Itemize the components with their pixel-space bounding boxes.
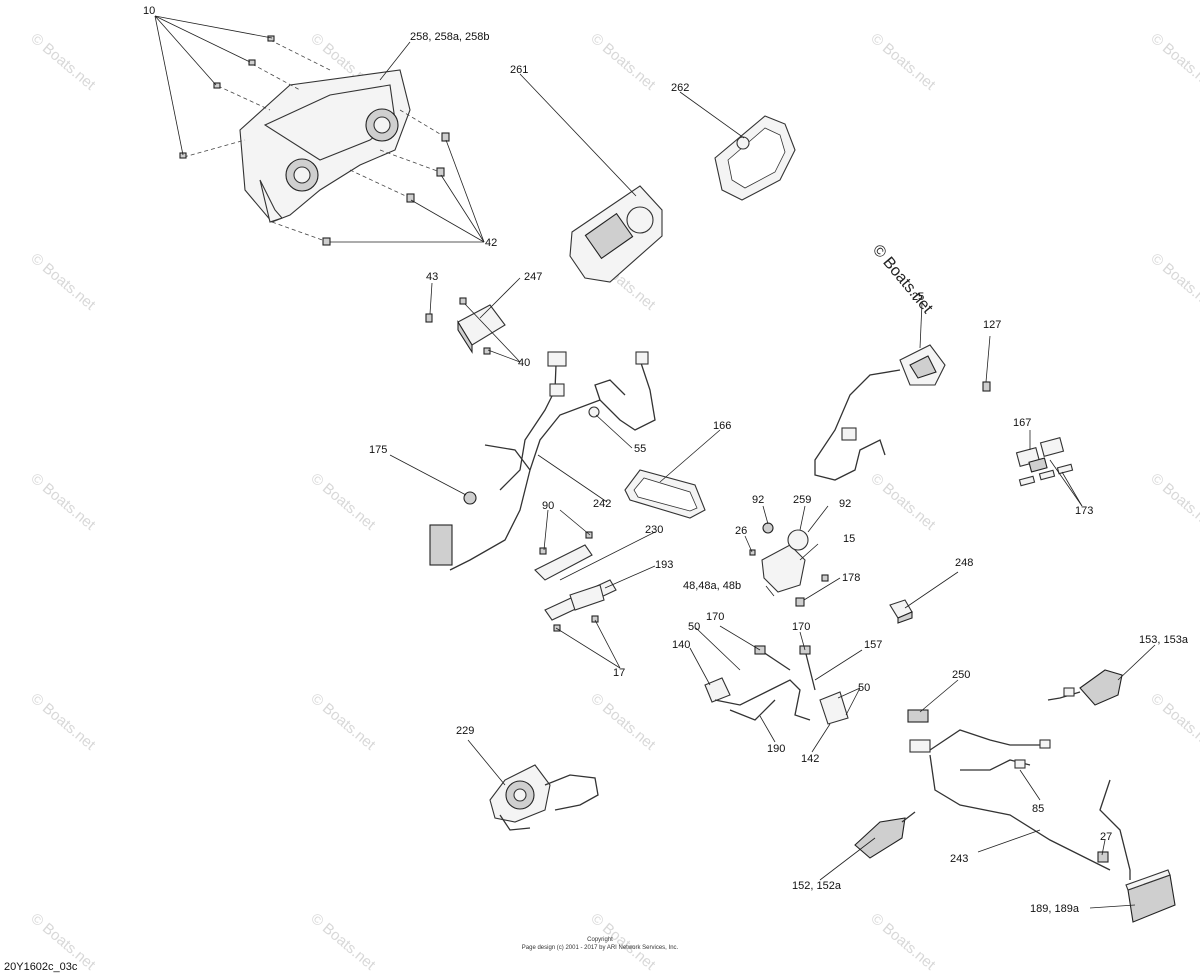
watermark: © Boats.net (307, 690, 379, 754)
callout-167: 167 (1013, 417, 1031, 429)
callout-230: 230 (645, 524, 663, 536)
callout-189: 189, 189a (1030, 903, 1080, 915)
watermark: © Boats.net (27, 690, 99, 754)
gauge-cluster (569, 185, 663, 283)
watermark: © Boats.net (587, 690, 659, 754)
callout-193: 193 (655, 559, 673, 571)
gasket (624, 469, 706, 519)
callout-43: 43 (426, 271, 438, 283)
callout-140: 140 (672, 639, 690, 651)
bracket-assembly (534, 531, 617, 632)
watermark: © Boats.net (27, 30, 99, 94)
callout-157: 157 (864, 639, 882, 651)
callout-50-right: 50 (858, 682, 870, 694)
callout-labels: 10 258, 258a, 258b 261 262 42 43 247 40 … (143, 5, 1189, 915)
watermark: © Boats.net (867, 470, 939, 534)
watermark-layer: © Boats.net © Boats.net © Boats.net © Bo… (27, 30, 1200, 974)
battery-box (1125, 869, 1176, 923)
callout-15: 15 (843, 533, 855, 545)
callout-85: 85 (1032, 803, 1044, 815)
callout-142: 142 (801, 753, 819, 765)
winch-motor (489, 764, 599, 831)
watermark: © Boats.net (307, 470, 379, 534)
diagram-code: 20Y1602c_03c (4, 961, 78, 973)
callout-92-right: 92 (839, 498, 851, 510)
watermark: © Boats.net (1147, 690, 1200, 754)
sensor-harness (704, 645, 849, 725)
watermark: © Boats.net (1147, 470, 1200, 534)
callout-40: 40 (518, 357, 530, 369)
handlebar-switch (814, 344, 991, 481)
callout-261: 261 (510, 64, 528, 76)
callout-247: 247 (524, 271, 542, 283)
callout-26: 26 (735, 525, 747, 537)
copyright-line: Page design (c) 2001 - 2017 by ARI Netwo… (521, 945, 679, 951)
main-wiring-harness (429, 351, 656, 571)
callout-48: 48,48a, 48b (683, 580, 741, 592)
callout-152: 152, 152a (792, 880, 842, 892)
callout-166: 166 (713, 420, 731, 432)
callout-90: 90 (542, 500, 554, 512)
watermark: © Boats.net (1147, 250, 1200, 314)
callout-170-right: 170 (792, 621, 810, 633)
callout-92-left: 92 (752, 494, 764, 506)
callout-127: 127 (983, 319, 1001, 331)
gauge-bezel (714, 115, 796, 201)
control-module (907, 709, 931, 753)
callout-153: 153, 153a (1139, 634, 1189, 646)
callout-262: 262 (671, 82, 689, 94)
actuator-assembly (749, 522, 829, 607)
callout-229: 229 (456, 725, 474, 737)
callout-10: 10 (143, 5, 155, 17)
callout-50-left: 50 (688, 621, 700, 633)
callout-178: 178 (842, 572, 860, 584)
callout-250: 250 (952, 669, 970, 681)
copyright-title: Copyright (587, 937, 613, 943)
callout-42: 42 (485, 237, 497, 249)
watermark: © Boats.net (867, 30, 939, 94)
callout-17: 17 (613, 667, 625, 679)
callout-173: 173 (1075, 505, 1093, 517)
callout-248: 248 (955, 557, 973, 569)
callout-259: 259 (793, 494, 811, 506)
callout-242: 242 (593, 498, 611, 510)
callout-243: 243 (950, 853, 968, 865)
switch-group (1015, 436, 1074, 487)
boats-net-stamp: © Boats.net (869, 242, 936, 318)
electronic-module (425, 297, 506, 355)
watermark: © Boats.net (587, 30, 659, 94)
headlight-assembly (179, 35, 450, 246)
turn-signal-right (1047, 669, 1123, 706)
relay (889, 599, 913, 624)
callout-190: 190 (767, 743, 785, 755)
turn-signal-left (854, 811, 916, 859)
callout-27: 27 (1100, 831, 1112, 843)
rear-wiring-harness (929, 729, 1131, 880)
callout-25: 25 (912, 291, 924, 303)
watermark: © Boats.net (1147, 30, 1200, 94)
callout-175: 175 (369, 444, 387, 456)
callout-258: 258, 258a, 258b (410, 31, 490, 43)
watermark: © Boats.net (27, 470, 99, 534)
callout-55: 55 (634, 443, 646, 455)
watermark: © Boats.net (27, 250, 99, 314)
leader-lines (154, 15, 1156, 909)
callout-170-left: 170 (706, 611, 724, 623)
copyright-notice: Copyright Page design (c) 2001 - 2017 by… (0, 936, 1200, 952)
